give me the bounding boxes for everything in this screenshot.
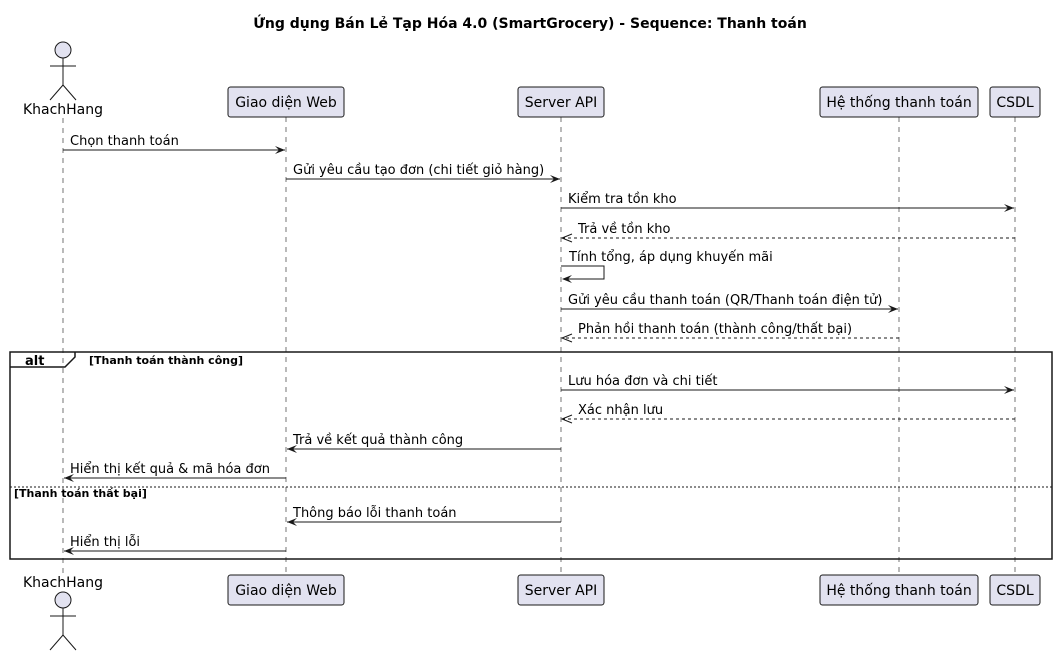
participant-box-bottom-payment xyxy=(819,574,979,606)
lifelines xyxy=(62,117,1016,575)
fragment-keyword: alt xyxy=(25,354,44,369)
message-alt-0-0: Lưu hóa đơn và chi tiết xyxy=(561,374,1014,394)
message-label: Xác nhận lưu xyxy=(578,403,663,418)
participant-label-bottom-web: Giao diện Web xyxy=(235,583,337,599)
actor-icon-bottom xyxy=(49,591,77,651)
arrowhead xyxy=(275,146,285,154)
participant-label-bottom-payment: Hệ thống thanh toán xyxy=(826,582,971,599)
message-arrow-self xyxy=(561,265,605,280)
actor-label-bottom-khachhang: KhachHang xyxy=(23,575,103,591)
message-label: Trả về tồn kho xyxy=(577,222,670,237)
participant-box-top-api xyxy=(517,86,605,118)
participant-label-top-web: Giao diện Web xyxy=(235,95,337,111)
arrowhead xyxy=(560,333,573,343)
arrowhead xyxy=(550,175,560,183)
participant-label-top-api: Server API xyxy=(525,95,598,111)
message-label: Phản hồi thanh toán (thành công/thất bại… xyxy=(578,322,852,337)
arrowhead xyxy=(562,275,572,283)
diagram-title: Ứng dụng Bán Lẻ Tạp Hóa 4.0 (SmartGrocer… xyxy=(253,14,807,32)
arrowhead xyxy=(888,305,898,313)
fragment-guard-failure: [Thanh toán thất bại] xyxy=(14,487,147,500)
arrowhead xyxy=(64,474,74,482)
message-2: Kiểm tra tồn kho xyxy=(561,192,1014,212)
message-label: Hiển thị kết quả & mã hóa đơn xyxy=(70,462,270,477)
fragment-guard-success: [Thanh toán thành công] xyxy=(89,354,243,367)
message-alt-0-2: Trả về kết quả thành công xyxy=(287,433,561,453)
arrowhead xyxy=(287,518,297,526)
message-0: Chọn thanh toán xyxy=(63,134,285,154)
message-5: Gửi yêu cầu thanh toán (QR/Thanh toán đi… xyxy=(561,293,898,313)
message-label: Gửi yêu cầu tạo đơn (chi tiết giỏ hàng) xyxy=(293,163,544,178)
message-alt-1-0: Thông báo lỗi thanh toán xyxy=(287,506,561,526)
message-6: Phản hồi thanh toán (thành công/thất bại… xyxy=(560,322,899,343)
participant-label-top-db: CSDL xyxy=(996,95,1033,111)
alt-fragment: alt [Thanh toán thành công] [Thanh toán th… xyxy=(9,351,1053,560)
message-label: Lưu hóa đơn và chi tiết xyxy=(568,374,717,389)
message-alt-0-3: Hiển thị kết quả & mã hóa đơn xyxy=(64,462,286,482)
message-alt-0-1: Xác nhận lưu xyxy=(560,403,1015,424)
message-label: Thông báo lỗi thanh toán xyxy=(292,506,457,521)
message-label: Gửi yêu cầu thanh toán (QR/Thanh toán đi… xyxy=(568,293,882,308)
participant-label-top-payment: Hệ thống thanh toán xyxy=(826,94,971,111)
message-label: Hiển thị lỗi xyxy=(70,535,140,550)
participant-label-bottom-db: CSDL xyxy=(996,583,1033,599)
fragment-frame xyxy=(9,351,1053,560)
arrowhead xyxy=(1004,386,1014,394)
arrowhead xyxy=(64,547,74,555)
message-label: Tính tổng, áp dụng khuyến mãi xyxy=(568,250,773,265)
fragment-tab xyxy=(10,352,76,368)
participant-box-top-payment xyxy=(819,86,979,118)
participant-label-bottom-api: Server API xyxy=(525,583,598,599)
message-label: Kiểm tra tồn kho xyxy=(568,192,677,207)
message-label: Chọn thanh toán xyxy=(70,134,179,149)
message-3: Trả về tồn kho xyxy=(560,222,1015,243)
participant-box-bottom-api xyxy=(517,574,605,606)
arrowhead xyxy=(560,414,573,424)
participant-box-bottom-web xyxy=(227,574,345,606)
participant-box-top-web xyxy=(227,86,345,118)
message-label: Trả về kết quả thành công xyxy=(292,433,463,448)
message-1: Gửi yêu cầu tạo đơn (chi tiết giỏ hàng) xyxy=(286,163,560,183)
message-alt-1-1: Hiển thị lỗi xyxy=(64,535,286,555)
actor-label-top-khachhang: KhachHang xyxy=(23,102,103,118)
actor-icon-top xyxy=(49,41,77,101)
participant-box-top-db xyxy=(989,86,1041,118)
arrowhead xyxy=(560,233,573,243)
participant-box-bottom-db xyxy=(989,574,1041,606)
arrowhead xyxy=(1004,204,1014,212)
arrowhead xyxy=(287,445,297,453)
message-4: Tính tổng, áp dụng khuyến mãi xyxy=(561,250,773,283)
